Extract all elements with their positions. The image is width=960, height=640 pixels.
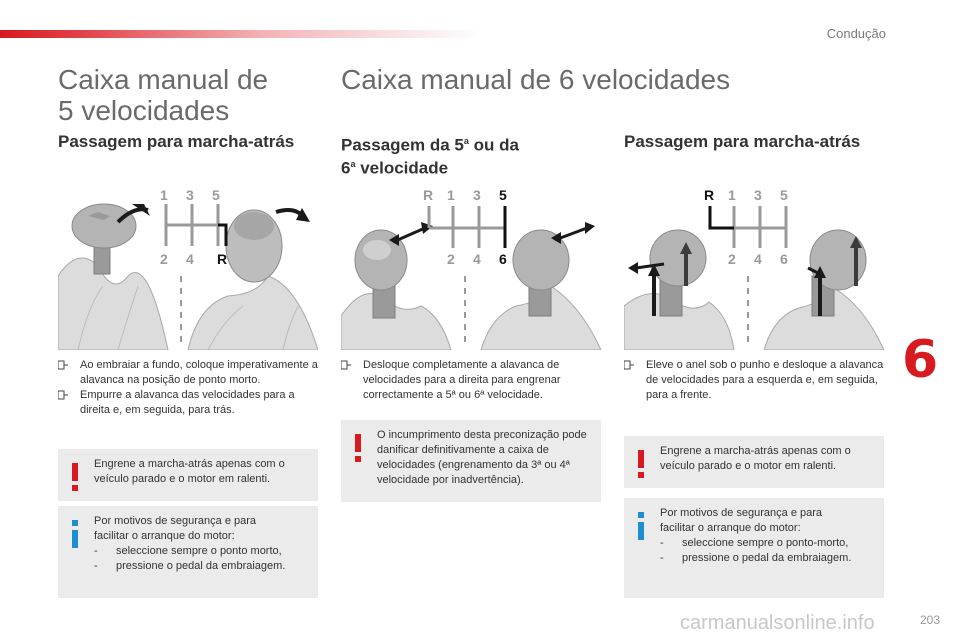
far-warning-note: Engrene a marcha-atrás apenas com o veíc… — [624, 436, 884, 488]
bullet-icon — [58, 390, 68, 400]
left-warning-note: Engrene a marcha-atrás apenas com o veíc… — [58, 449, 318, 501]
shift-label: 5 — [780, 187, 788, 203]
shift-label: 3 — [186, 187, 194, 203]
left-title-line2: 5 velocidades — [58, 95, 230, 126]
bullet-icon — [624, 360, 634, 370]
left-info-note: Por motivos de segurança e para facilita… — [58, 506, 318, 598]
bullet-icon — [341, 360, 351, 370]
shift-label: 5 — [212, 187, 220, 203]
warning-icon — [72, 463, 78, 491]
info-icon — [638, 512, 644, 540]
warning-icon — [355, 434, 361, 462]
shift-label: 1 — [447, 187, 455, 203]
page-number: 203 — [919, 613, 940, 627]
header-accent-bar — [0, 30, 480, 38]
gearshift-5th-6th-illustration: R 1 3 5 2 4 6 — [341, 176, 601, 350]
right-title: Caixa manual de 6 velocidades — [341, 64, 731, 95]
info-icon — [72, 520, 78, 548]
shift-label: 1 — [728, 187, 736, 203]
gearshift-5speed-reverse-illustration: 1 3 5 2 4 R — [58, 176, 318, 350]
shift-label-reverse: R — [217, 251, 227, 267]
shift-label: 1 — [160, 187, 168, 203]
left-subtitle: Passagem para marcha-atrás — [58, 132, 295, 151]
shift-label: 4 — [186, 251, 194, 267]
watermark: carmanualsonline.info — [680, 612, 875, 634]
shift-label-reverse: R — [704, 187, 714, 203]
shift-label: R — [423, 187, 433, 203]
shift-label-sixth: 6 — [499, 251, 507, 267]
shift-label: 2 — [160, 251, 168, 267]
section-label: Condução — [826, 26, 886, 41]
list-item: Desloque completamente a alavanca de vel… — [341, 358, 603, 403]
shift-label: 6 — [780, 251, 788, 267]
gearshift-6speed-reverse-illustration: R 1 3 5 2 4 6 — [624, 176, 884, 350]
middle-instructions: Desloque completamente a alavanca de vel… — [341, 358, 603, 403]
warning-icon — [638, 450, 644, 478]
list-item: Eleve o anel sob o punho e desloque a al… — [624, 358, 886, 403]
shift-label: 2 — [728, 251, 736, 267]
shift-label: 3 — [473, 187, 481, 203]
far-info-note: Por motivos de segurança e para facilita… — [624, 498, 884, 598]
left-title: Caixa manual de 5 velocidades — [58, 64, 268, 126]
shift-label-fifth: 5 — [499, 187, 507, 203]
far-instructions: Eleve o anel sob o punho e desloque a al… — [624, 358, 886, 403]
shift-label: 3 — [754, 187, 762, 203]
far-subtitle: Passagem para marcha-atrás — [624, 132, 861, 151]
chapter-number: 6 — [902, 330, 939, 390]
list-item: Empurre a alavanca das velocidades para … — [58, 388, 320, 418]
middle-subtitle: Passagem da 5a ou da 6a velocidade — [341, 135, 519, 178]
left-instructions: Ao embraiar a fundo, coloque imperativam… — [58, 358, 320, 418]
shift-label: 4 — [754, 251, 762, 267]
shift-label: 4 — [473, 251, 481, 267]
middle-warning-note: O incumprimento desta preconização pode … — [341, 420, 601, 502]
bullet-icon — [58, 360, 68, 370]
shift-label: 2 — [447, 251, 455, 267]
left-title-line1: Caixa manual de — [58, 64, 269, 95]
list-item: Ao embraiar a fundo, coloque imperativam… — [58, 358, 320, 388]
